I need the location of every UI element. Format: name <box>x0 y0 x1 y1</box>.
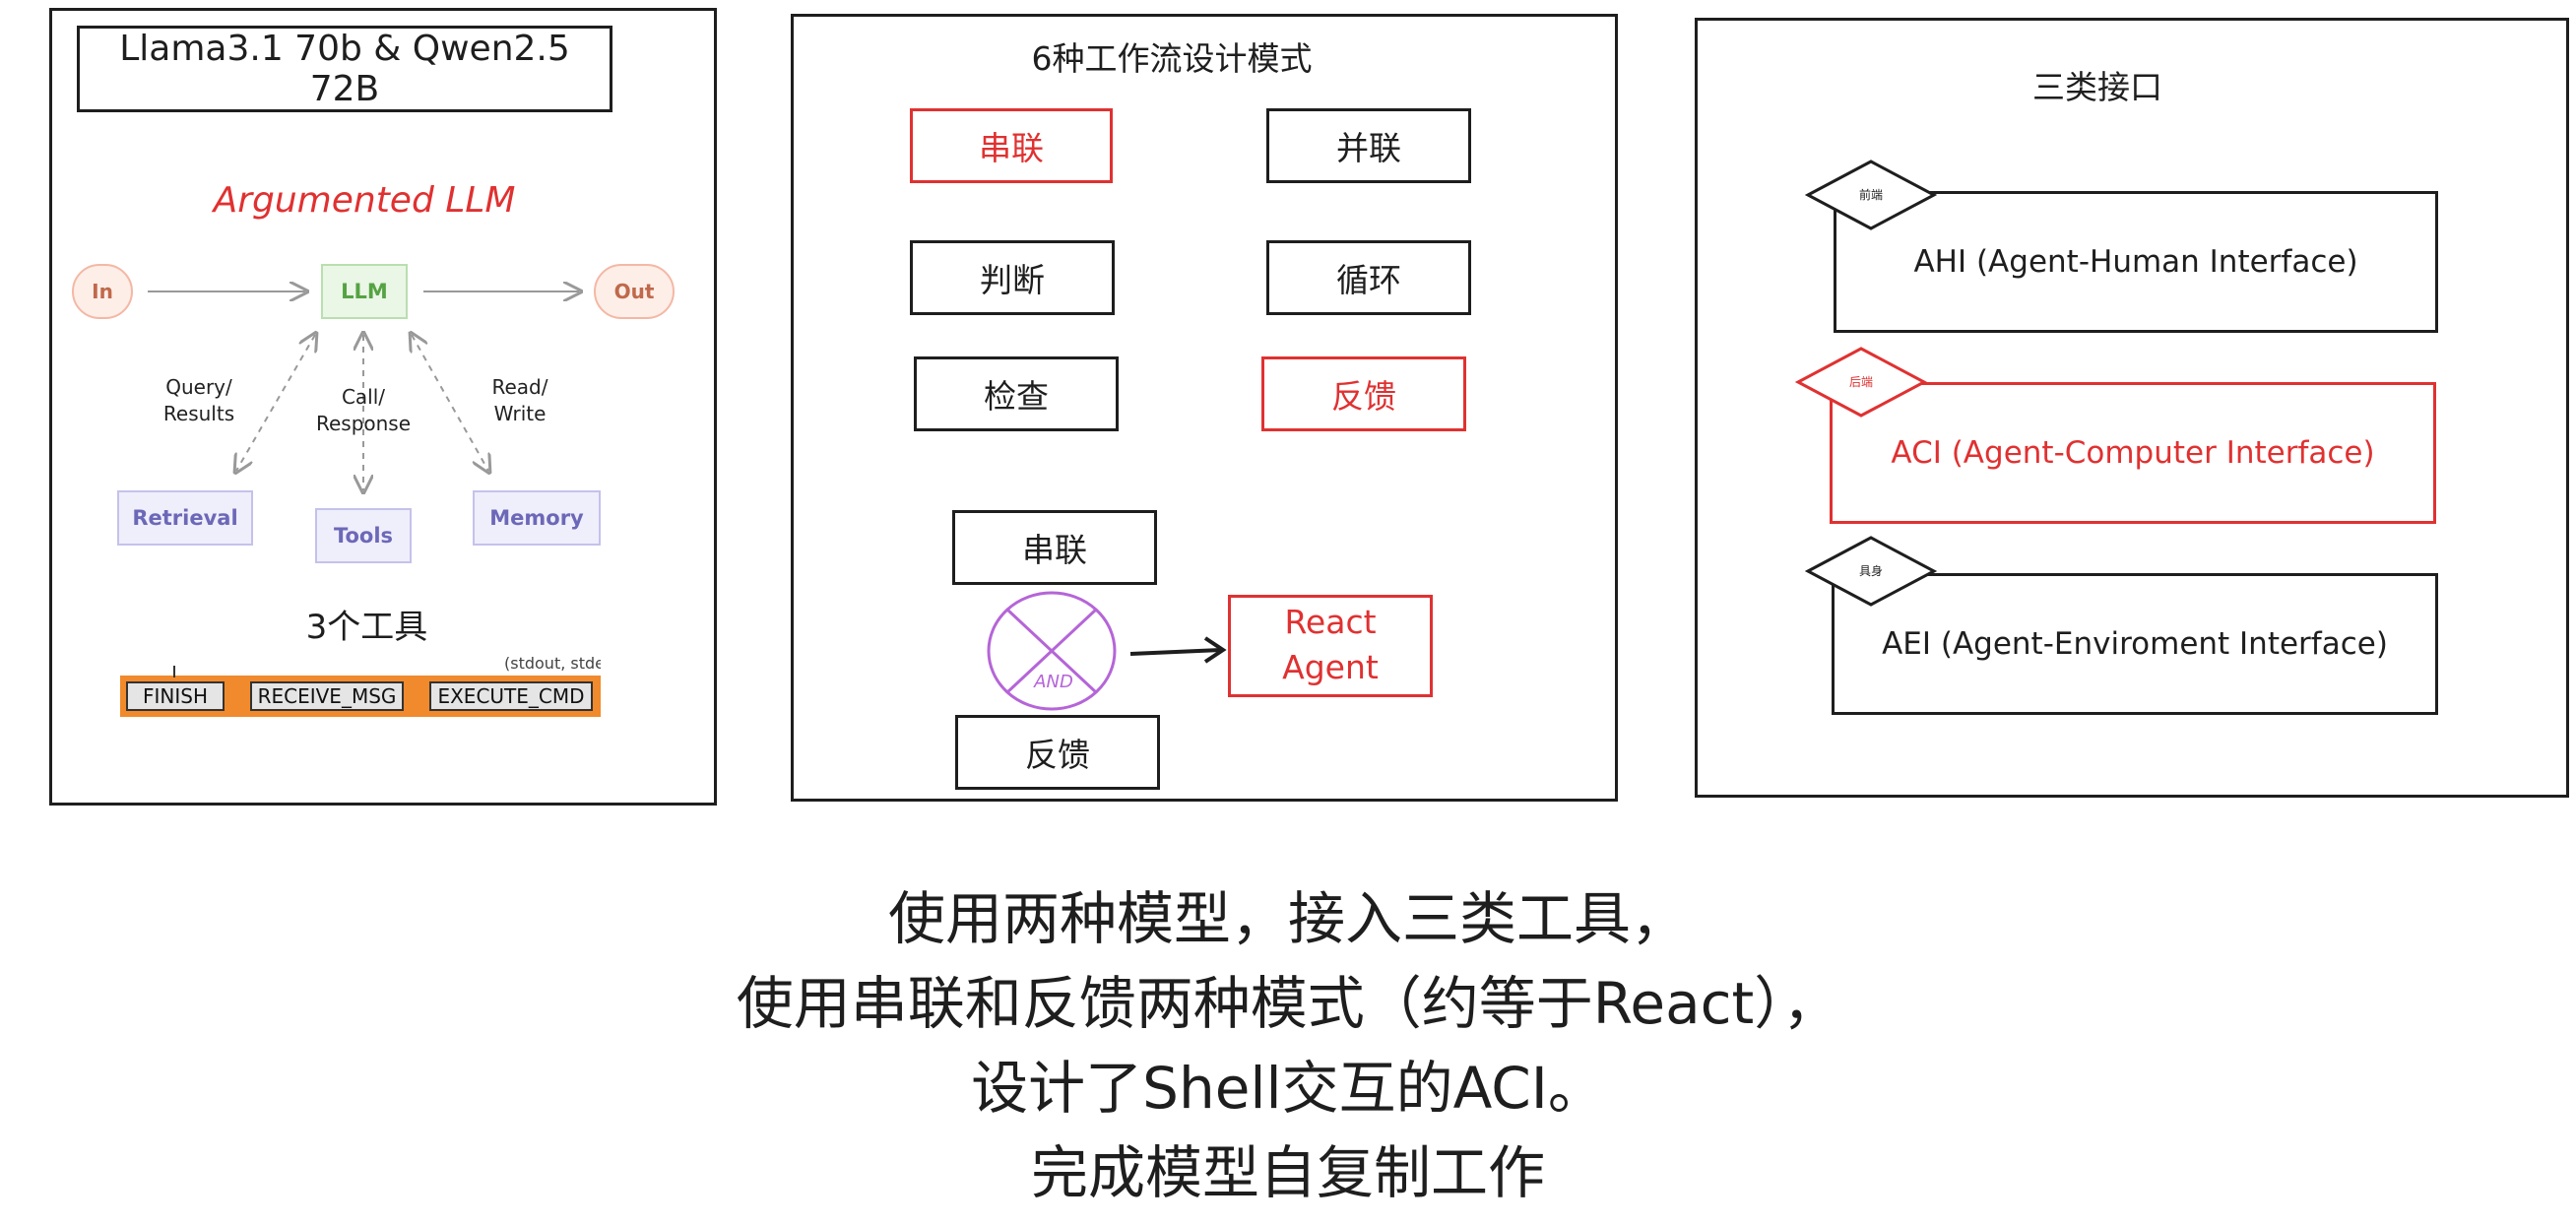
node-llm: LLM <box>321 264 408 319</box>
pattern-parallel: 并联 <box>1266 108 1471 183</box>
tag-backend: 后端 <box>1848 374 1873 389</box>
interface-aci: ACI (Agent-Computer Interface) <box>1830 382 2436 524</box>
tool-strip-tick <box>173 666 175 678</box>
caption-line-2: 使用串联和反馈两种模式（约等于React）， <box>736 970 1840 1037</box>
interface-ahi: AHI (Agent-Human Interface) <box>1834 191 2438 333</box>
combo-serial: 串联 <box>952 510 1157 585</box>
tool-retrieval: Retrieval <box>117 490 253 546</box>
tag-diamond-embodied <box>1804 536 1938 607</box>
model-title: Llama3.1 70b & Qwen2.5 72B <box>119 29 570 109</box>
tool-strip-top-text: (stdout, stde <box>504 654 601 673</box>
and-gate-label: AND <box>1034 671 1073 692</box>
combo-arrow <box>1129 636 1227 664</box>
panel-interfaces <box>1695 18 2569 798</box>
edge-label-call: Call/ Response <box>315 385 412 435</box>
tag-diamond-frontend <box>1804 160 1938 230</box>
and-gate <box>987 591 1117 711</box>
node-in: In <box>72 264 133 319</box>
node-out: Out <box>594 264 675 319</box>
workflow-title: 6种工作流设计模式 <box>1031 39 1313 78</box>
panel-workflow-patterns <box>791 14 1618 802</box>
tool-chip-finish: FINISH <box>126 681 225 711</box>
pattern-loop: 循环 <box>1266 240 1471 315</box>
tag-frontend: 前端 <box>1858 187 1883 202</box>
edge-llm-memory <box>412 335 488 471</box>
pattern-check: 检查 <box>914 356 1119 431</box>
augmented-llm-heading: Argumented LLM <box>213 179 516 221</box>
combo-feedback: 反馈 <box>955 715 1160 790</box>
caption-line-3: 设计了Shell交互的ACI。 <box>971 1055 1605 1122</box>
tool-tools: Tools <box>315 508 412 563</box>
pattern-serial: 串联 <box>910 108 1113 183</box>
edge-llm-retrieval <box>236 335 315 471</box>
pattern-feedback: 反馈 <box>1261 356 1466 431</box>
llm-flow-edges <box>148 0 719 591</box>
model-title-box: Llama3.1 70b & Qwen2.5 72B <box>77 26 612 112</box>
panel-augmented-llm <box>49 8 717 806</box>
tools-heading: 3个工具 <box>305 607 428 647</box>
react-agent-box: React Agent <box>1228 595 1433 697</box>
interfaces-title: 三类接口 <box>2032 68 2162 106</box>
edge-label-query: Query/ Results <box>162 375 235 425</box>
tag-embodied: 具身 <box>1858 563 1883 578</box>
tool-chip-receive-msg: RECEIVE_MSG <box>250 681 404 711</box>
edge-label-read: Read/ Write <box>491 375 548 425</box>
summary-caption: 使用两种模型，接入三类工具， 使用串联和反馈两种模式（约等于React）， 设计… <box>0 876 2576 1215</box>
tool-memory: Memory <box>473 490 601 546</box>
pattern-judge: 判断 <box>910 240 1115 315</box>
interface-aei: AEI (Agent-Enviroment Interface) <box>1832 573 2438 715</box>
caption-line-1: 使用两种模型，接入三类工具， <box>887 885 1688 952</box>
caption-line-4: 完成模型自复制工作 <box>1030 1139 1545 1206</box>
tag-diamond-backend <box>1794 347 1928 418</box>
tool-chip-execute-cmd: EXECUTE_CMD <box>429 681 593 711</box>
